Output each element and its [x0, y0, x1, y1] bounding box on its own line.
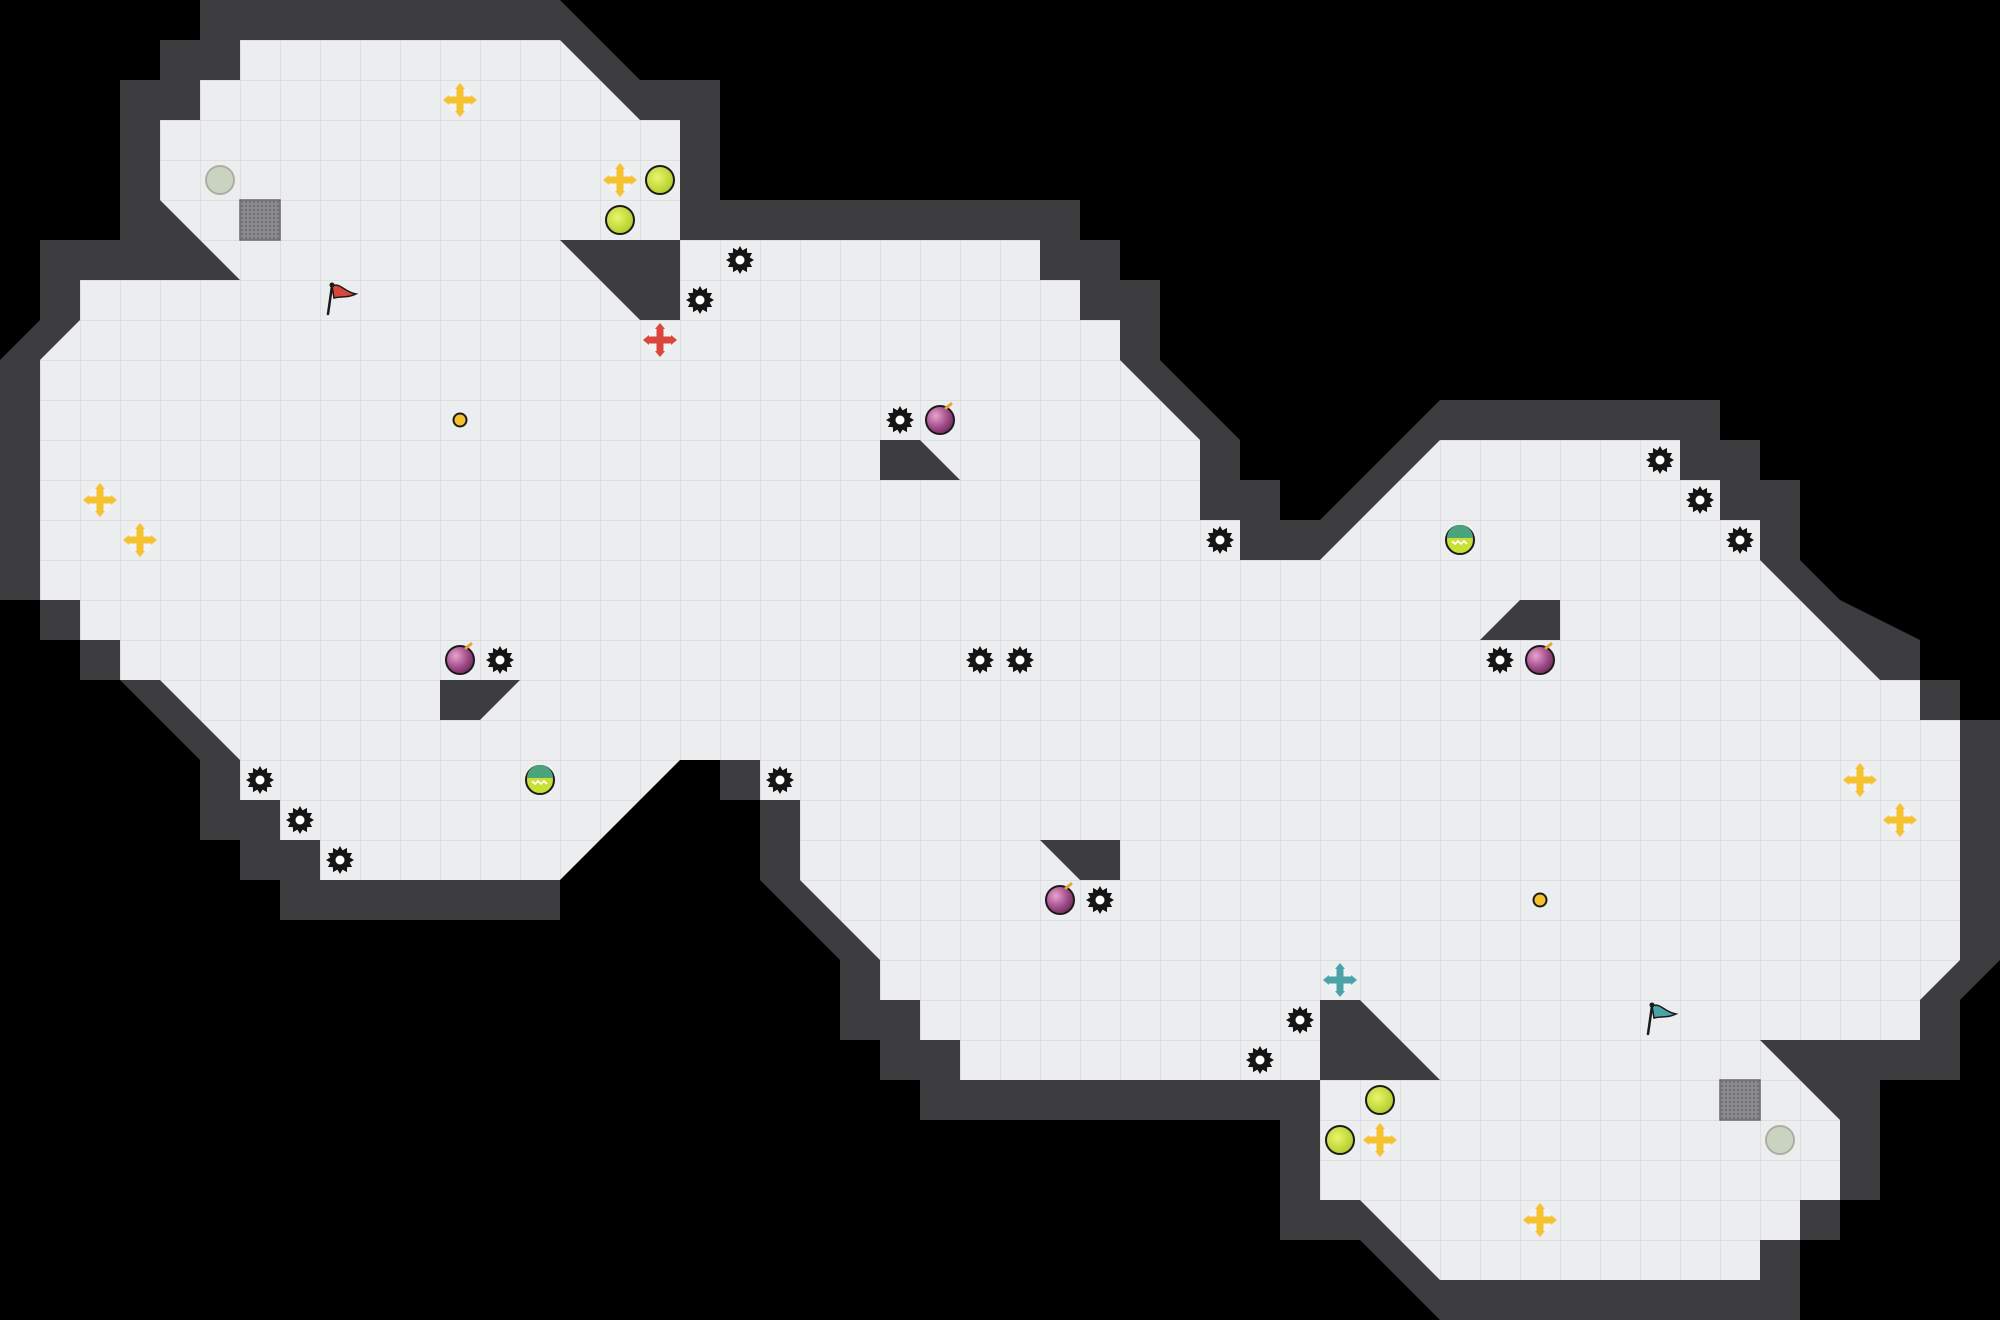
- spike-icon: [766, 766, 794, 794]
- spike-icon: [966, 646, 994, 674]
- boost-icon: [83, 483, 117, 517]
- token-icon: [452, 412, 468, 428]
- boost-icon: [1363, 1123, 1397, 1157]
- spike-icon: [326, 846, 354, 874]
- boost-icon: [443, 83, 477, 117]
- spike-icon: [1726, 526, 1754, 554]
- bomb-icon: [1045, 882, 1075, 915]
- spike-icon: [1086, 886, 1114, 914]
- token-icon: [1532, 892, 1548, 908]
- gate-tile: [239, 199, 281, 241]
- portal-icon: [1765, 1125, 1795, 1155]
- spike-icon: [1246, 1046, 1274, 1074]
- spike-icon: [286, 806, 314, 834]
- boost-icon: [1523, 1203, 1557, 1237]
- spike-icon: [1486, 646, 1514, 674]
- wall-block-center-upper: [880, 440, 960, 480]
- spike-icon: [1686, 486, 1714, 514]
- wall-block-north: [560, 240, 680, 320]
- wall-block-southeast: [1760, 1040, 1880, 1120]
- gate-tile: [1719, 1079, 1761, 1121]
- powerup-icon: [605, 205, 635, 235]
- wall-block-south: [1320, 1000, 1440, 1080]
- juke-juice-icon: [525, 765, 555, 795]
- boost-icon: [1883, 803, 1917, 837]
- boost-icon: [1843, 763, 1877, 797]
- spike-icon: [246, 766, 274, 794]
- bomb-icon: [1525, 642, 1555, 675]
- wall-block-center-lower: [1040, 840, 1120, 880]
- powerup-icon: [1365, 1085, 1395, 1115]
- wall-block-northwest: [120, 200, 240, 280]
- boost-icon: [603, 163, 637, 197]
- interior-walls: [120, 200, 1880, 1120]
- spike-icon: [1286, 1006, 1314, 1034]
- powerup-icon: [645, 165, 675, 195]
- spike-icon: [686, 286, 714, 314]
- red-flag-icon: [326, 282, 359, 316]
- blue-boost-icon: [1323, 963, 1357, 997]
- blue-flag-icon: [1646, 1002, 1679, 1036]
- spike-icon: [1646, 446, 1674, 474]
- spike-icon: [886, 406, 914, 434]
- spike-icon: [1206, 526, 1234, 554]
- boost-icon: [123, 523, 157, 557]
- map-items: [83, 83, 1917, 1237]
- map-floor: [40, 40, 1960, 1280]
- bomb-icon: [925, 402, 955, 435]
- bomb-icon: [445, 642, 475, 675]
- wall-block-center-left: [440, 680, 520, 720]
- spike-icon: [726, 246, 754, 274]
- juke-juice-icon: [1445, 525, 1475, 555]
- spike-icon: [1006, 646, 1034, 674]
- portal-icon: [205, 165, 235, 195]
- floor-area: [40, 40, 1960, 1280]
- red-boost-icon: [643, 323, 677, 357]
- powerup-icon: [1325, 1125, 1355, 1155]
- spike-icon: [486, 646, 514, 674]
- wall-block-center-right: [1480, 600, 1560, 640]
